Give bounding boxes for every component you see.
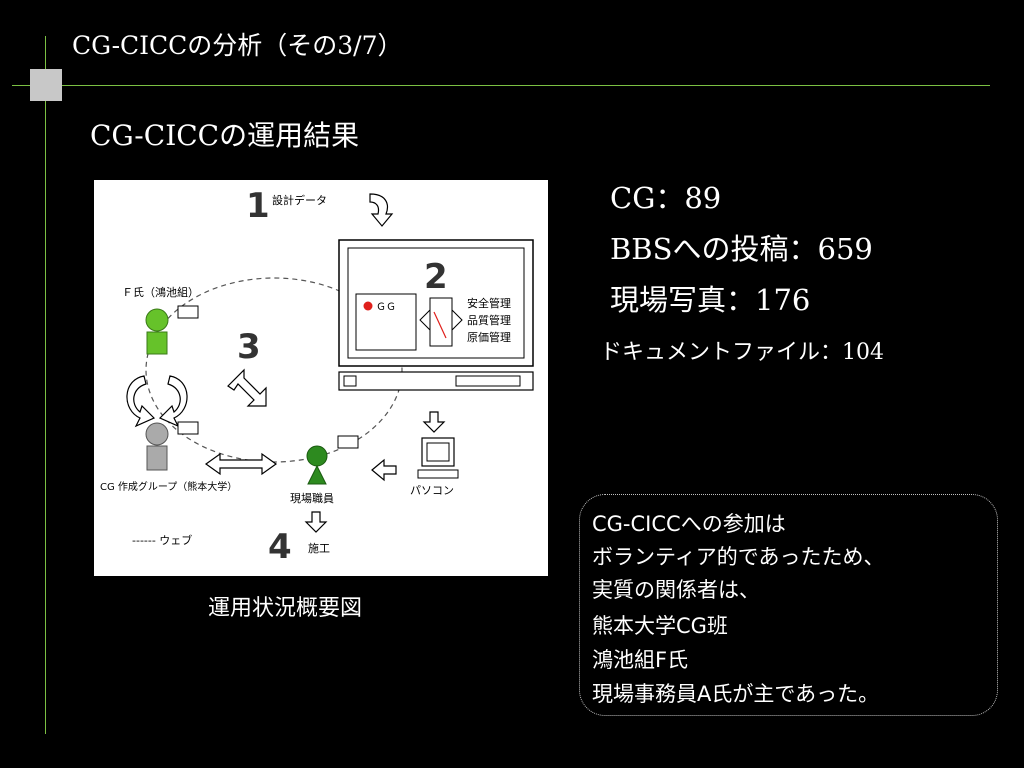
stat-photos: 現場写真：176 bbox=[610, 283, 811, 317]
step-3-number: 3 bbox=[237, 327, 261, 367]
legend-label: ------ ウェブ bbox=[132, 533, 192, 547]
note-line-1: ボランティア的であったため、 bbox=[592, 545, 885, 569]
step-4-label: 施工 bbox=[308, 542, 330, 555]
speech-bubble-icon bbox=[177, 305, 199, 319]
keyboard-key bbox=[343, 375, 357, 387]
step-2-number: 2 bbox=[424, 257, 448, 297]
screen-list-item-0: 安全管理 bbox=[467, 296, 511, 310]
screen-list-item-1: 品質管理 bbox=[467, 313, 511, 327]
down-arrow-icon bbox=[369, 193, 394, 227]
corner-square bbox=[30, 69, 62, 101]
diagram-svg: 1 設計データ 2 ＧＧ 安全管理 品質管理 原価管理 Ｆ氏（鴻池組） CG 作… bbox=[100, 186, 534, 567]
step-4-number: 4 bbox=[268, 527, 292, 567]
down-arrow-icon bbox=[304, 511, 328, 533]
person-f-head bbox=[145, 308, 169, 332]
note-line-4: 鴻池組F氏 bbox=[592, 648, 689, 672]
vertical-accent-line bbox=[45, 36, 46, 734]
person-cg-body bbox=[146, 445, 168, 471]
step-1-label: 設計データ bbox=[272, 193, 327, 207]
slide-title: CG-CICCの分析（その3/7） bbox=[72, 31, 403, 60]
screen-list-item-2: 原価管理 bbox=[467, 330, 511, 344]
note-line-2: 実質の関係者は、 bbox=[592, 578, 760, 602]
speech-bubble-icon bbox=[337, 435, 359, 449]
pc-label: パソコン bbox=[410, 484, 454, 497]
note-line-3: 熊本大学CG班 bbox=[592, 614, 728, 638]
diagram-caption: 運用状況概要図 bbox=[208, 596, 363, 621]
speech-bubble-icon bbox=[177, 421, 199, 435]
person-f-body bbox=[146, 331, 168, 355]
diagonal-double-arrow-icon bbox=[227, 368, 267, 407]
person-cg-label: CG 作成グループ（熊本大学） bbox=[100, 480, 237, 493]
stat-bbs: BBSへの投稿：659 bbox=[610, 232, 873, 266]
down-arrow-icon bbox=[422, 411, 446, 433]
operation-diagram: 1 設計データ 2 ＧＧ 安全管理 品質管理 原価管理 Ｆ氏（鴻池組） CG 作… bbox=[94, 180, 548, 576]
stat-cg: CG：89 bbox=[610, 181, 722, 215]
note-box bbox=[579, 494, 998, 716]
horizontal-accent-line bbox=[12, 85, 990, 86]
left-arrow-icon bbox=[371, 458, 397, 482]
cg-panel-label: ＧＧ bbox=[376, 302, 396, 313]
slide-subtitle: CG-CICCの運用結果 bbox=[90, 119, 360, 152]
person-site-label: 現場職員 bbox=[290, 492, 334, 505]
pc-keyboard bbox=[417, 469, 459, 479]
double-arrow-icon bbox=[419, 308, 463, 332]
rotate-right-arrow-icon bbox=[158, 375, 188, 428]
person-f-label: Ｆ氏（鴻池組） bbox=[122, 285, 199, 299]
red-slash-icon bbox=[433, 311, 447, 339]
red-dot-icon bbox=[363, 301, 373, 311]
rotate-left-arrow-icon bbox=[126, 375, 156, 428]
horizontal-double-arrow-icon bbox=[204, 452, 278, 476]
keyboard-slot bbox=[455, 375, 521, 387]
person-site-body bbox=[307, 464, 327, 485]
stat-docs: ドキュメントファイル：104 bbox=[600, 340, 884, 365]
note-line-0: CG-CICCへの参加は bbox=[592, 512, 786, 536]
note-line-5: 現場事務員A氏が主であった。 bbox=[592, 682, 880, 706]
doc-panel bbox=[429, 297, 453, 347]
pc-screen bbox=[426, 442, 450, 462]
cg-panel bbox=[355, 293, 417, 351]
person-cg-head bbox=[145, 422, 169, 446]
person-site-head bbox=[306, 445, 328, 467]
step-1-number: 1 bbox=[246, 186, 270, 226]
